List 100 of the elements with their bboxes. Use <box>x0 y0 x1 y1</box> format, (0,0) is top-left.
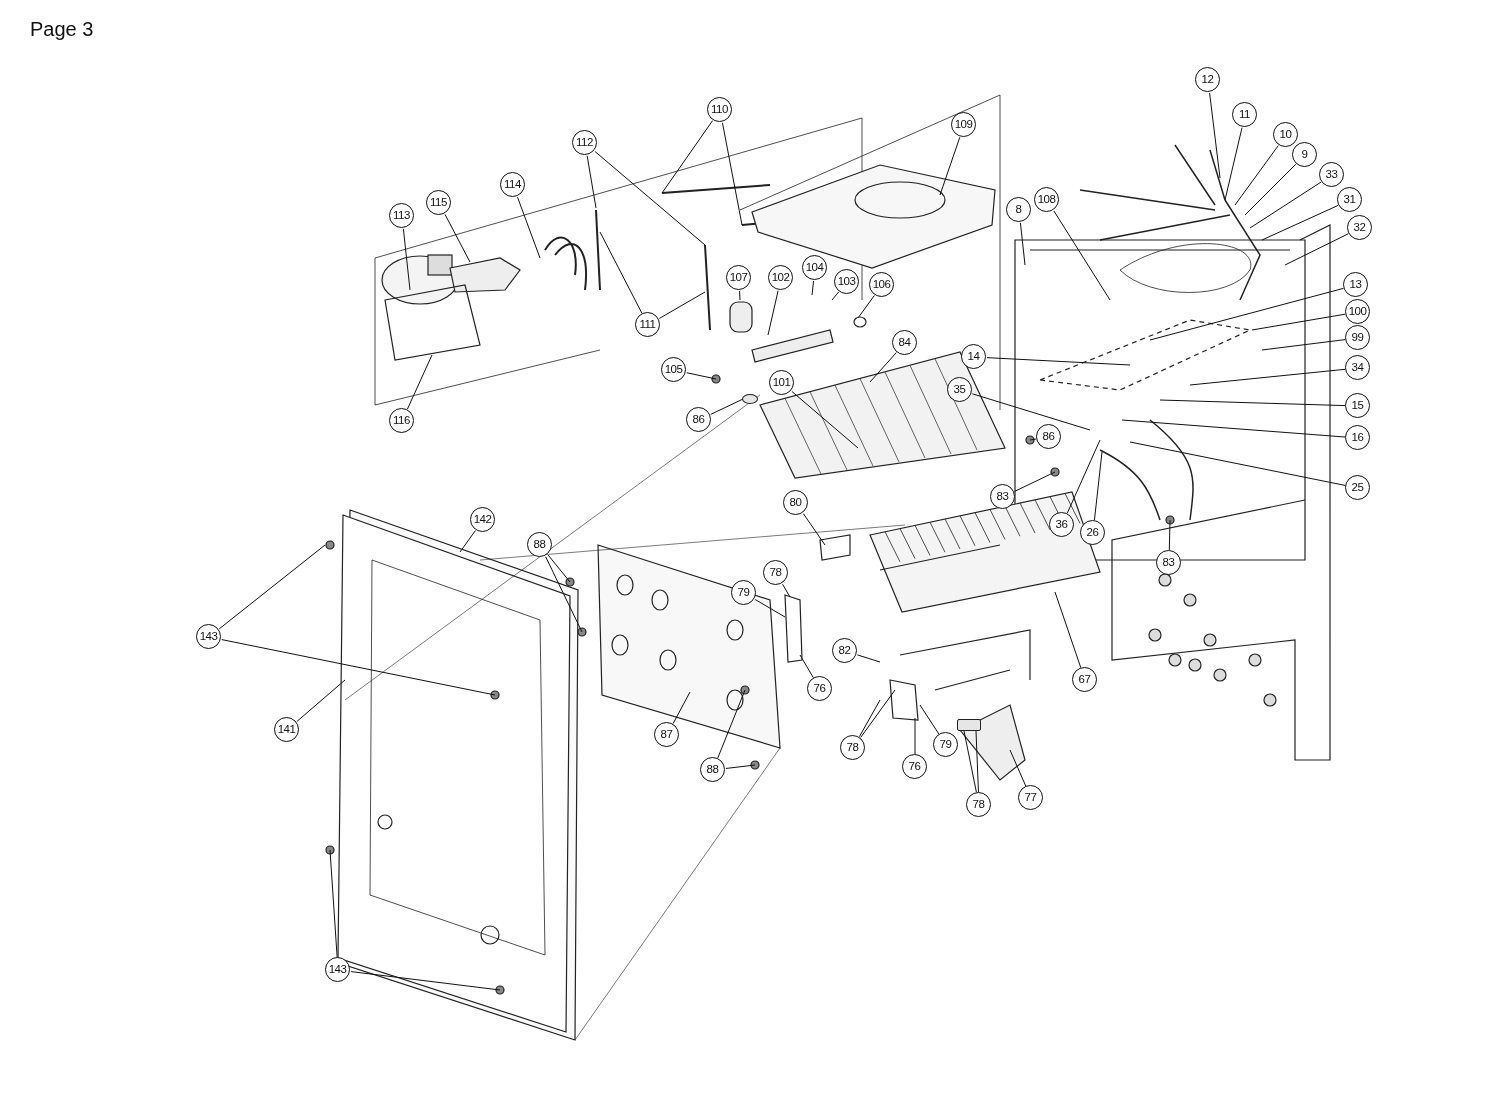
leader-line <box>754 599 786 618</box>
callout-number: 111 <box>635 312 660 337</box>
leader-line <box>1009 749 1027 787</box>
callout-number: 83 <box>1156 550 1181 575</box>
leader-line <box>1284 233 1349 266</box>
leader-line <box>857 295 875 319</box>
leader-line <box>1244 163 1297 216</box>
leader-line <box>406 354 433 410</box>
leader-line <box>782 583 791 598</box>
callout-number: 78 <box>840 735 865 760</box>
leader-line <box>831 291 840 301</box>
leader-line <box>221 639 496 696</box>
leader-line <box>811 280 815 296</box>
callout-number: 100 <box>1345 299 1370 324</box>
callout-number: 105 <box>661 357 686 382</box>
callout-number: 142 <box>470 507 495 532</box>
leader-line <box>1129 441 1346 486</box>
leader-line <box>686 372 717 380</box>
leader-line <box>869 352 897 383</box>
callout-number: 116 <box>389 408 414 433</box>
callout-number: 87 <box>654 722 679 747</box>
callout-number: 109 <box>951 112 976 137</box>
callout-number: 80 <box>783 490 808 515</box>
callout-number: 76 <box>902 754 927 779</box>
leader-line <box>802 513 826 546</box>
callout-number: 15 <box>1345 393 1370 418</box>
leader-line <box>1261 339 1346 351</box>
callout-number: 107 <box>726 265 751 290</box>
callout-number: 8 <box>1006 197 1031 222</box>
leader-line <box>725 764 756 769</box>
o-ring-part <box>742 394 758 404</box>
callout-number: 143 <box>196 624 221 649</box>
leader-line <box>661 120 714 194</box>
leader-line <box>1261 204 1339 241</box>
leader-line <box>858 699 881 738</box>
callout-number: 76 <box>807 676 832 701</box>
leader-line <box>721 122 743 226</box>
page-title: Page 3 <box>30 18 94 41</box>
leader-line <box>1159 399 1346 407</box>
leader-line <box>1249 181 1322 229</box>
leader-line <box>1224 127 1243 201</box>
leader-line <box>860 689 896 738</box>
callout-number: 32 <box>1347 215 1372 240</box>
callout-number: 84 <box>892 330 917 355</box>
leader-line <box>1121 419 1346 438</box>
callout-number: 141 <box>274 717 299 742</box>
leader-line <box>658 291 706 319</box>
callout-number: 88 <box>700 757 725 782</box>
leader-line <box>1066 439 1101 514</box>
callout-number: 77 <box>1018 785 1043 810</box>
callout-number: 13 <box>1343 272 1368 297</box>
callout-number: 25 <box>1345 475 1370 500</box>
leader-line <box>444 214 471 263</box>
leader-line <box>459 530 476 553</box>
callout-number: 101 <box>769 370 794 395</box>
callout-number: 99 <box>1345 325 1370 350</box>
callout-number: 110 <box>707 97 732 122</box>
callout-number: 86 <box>686 407 711 432</box>
callout-number: 112 <box>572 130 597 155</box>
leader-line <box>799 654 814 679</box>
leader-line <box>1168 519 1171 551</box>
leader-line <box>547 554 571 583</box>
leader-line <box>1189 368 1346 386</box>
callout-number: 108 <box>1034 187 1059 212</box>
leader-line <box>350 971 501 991</box>
leader-line <box>1234 145 1279 206</box>
callout-number: 114 <box>500 172 525 197</box>
leader-line <box>218 544 326 630</box>
callout-number: 102 <box>768 265 793 290</box>
leader-line <box>1014 471 1056 492</box>
leader-line <box>517 196 541 259</box>
leader-line <box>672 691 691 725</box>
leader-line <box>986 357 1131 366</box>
leader-line <box>971 393 1091 431</box>
leader-line <box>717 689 746 759</box>
callout-number: 106 <box>869 272 894 297</box>
leader-line <box>710 398 744 415</box>
leader-line <box>914 717 916 755</box>
leader-line <box>919 704 940 735</box>
callout-number: 115 <box>426 190 451 215</box>
callout-number: 11 <box>1232 102 1257 127</box>
leader-line <box>975 730 979 793</box>
leader-line <box>791 390 859 449</box>
leader-line <box>1054 591 1082 669</box>
callout-number: 33 <box>1319 162 1344 187</box>
callout-number: 82 <box>832 638 857 663</box>
callout-number: 10 <box>1273 122 1298 147</box>
leader-line <box>594 150 706 246</box>
callout-number: 78 <box>966 792 991 817</box>
callout-number: 104 <box>802 255 827 280</box>
callout-number: 34 <box>1345 355 1370 380</box>
leader-line <box>545 556 583 633</box>
leader-line <box>767 290 779 336</box>
callout-number: 78 <box>763 560 788 585</box>
callout-number: 143 <box>325 957 350 982</box>
callout-number: 79 <box>933 732 958 757</box>
callout-number: 12 <box>1195 67 1220 92</box>
leader-line <box>402 228 411 291</box>
leader-line <box>1093 451 1103 521</box>
leader-line <box>586 155 597 209</box>
